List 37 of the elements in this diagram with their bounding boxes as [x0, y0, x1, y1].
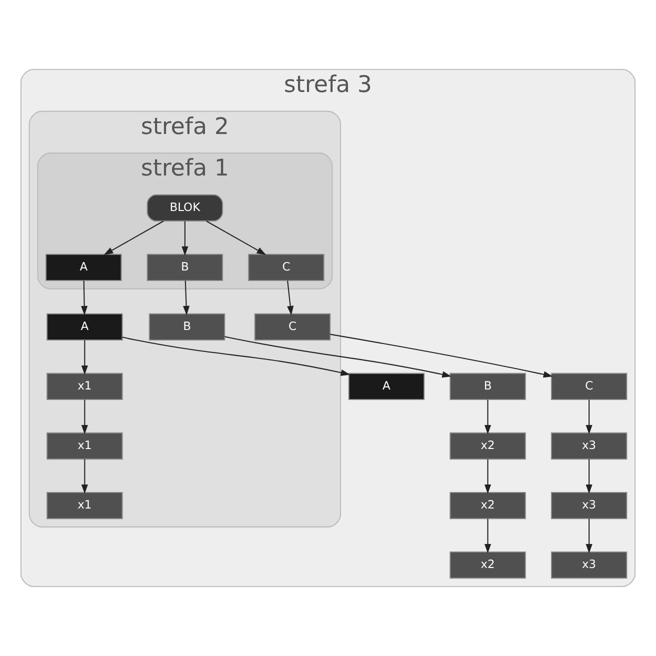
node-box: C: [550, 372, 628, 400]
arrow: [81, 400, 88, 434]
node-box: B: [450, 372, 526, 400]
node-box: A: [46, 254, 122, 281]
node-box: x3: [550, 551, 628, 579]
arrow: [330, 334, 553, 378]
arrow: [287, 280, 294, 316]
arrow: [484, 400, 492, 434]
node-box: x3: [550, 432, 628, 460]
arrow: [81, 459, 88, 494]
arrow: [183, 280, 190, 316]
arrow: [484, 518, 492, 554]
node-box: A: [348, 372, 425, 400]
arrow: [484, 459, 492, 494]
node-box: x2: [450, 432, 526, 460]
arrow: [182, 221, 188, 256]
arrow: [81, 280, 88, 316]
node-box: x1: [46, 432, 123, 460]
node-box: x1: [46, 492, 123, 520]
arrow: [224, 336, 452, 378]
node-box: x1: [46, 372, 123, 400]
arrow: [586, 518, 592, 554]
arrow: [206, 220, 266, 255]
node-box: C: [248, 254, 324, 281]
arrow: [586, 400, 592, 434]
arrow: [122, 336, 350, 376]
arrow: [81, 340, 88, 375]
node-box: C: [254, 313, 331, 341]
node-box: BLOK: [146, 194, 224, 222]
node-box: x3: [550, 492, 628, 520]
node-box: A: [46, 313, 123, 341]
node-box: B: [148, 313, 226, 341]
node-box: x2: [450, 551, 526, 579]
arrow: [104, 220, 164, 255]
arrow: [586, 459, 592, 494]
node-box: B: [146, 254, 224, 281]
node-box: x2: [450, 492, 526, 520]
